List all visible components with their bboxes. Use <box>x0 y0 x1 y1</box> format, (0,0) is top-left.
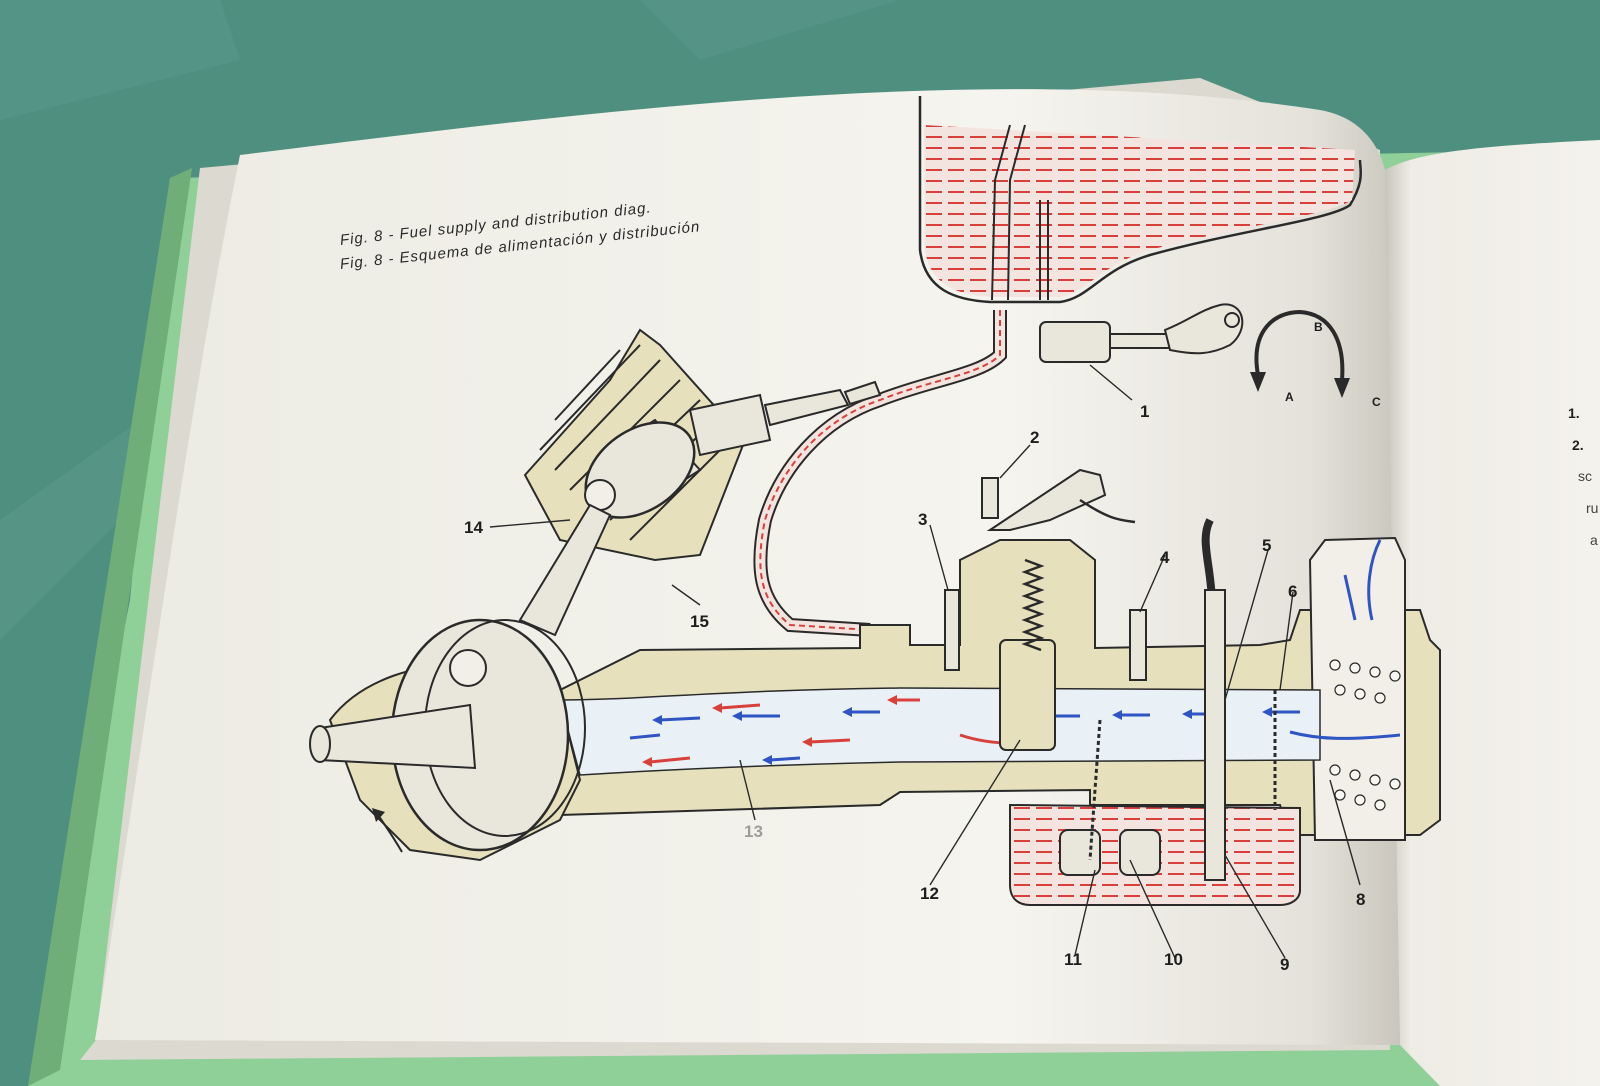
part-label-8: 8 <box>1356 890 1366 909</box>
throttle-spring <box>1021 558 1045 652</box>
crankshaft <box>309 703 477 770</box>
right-page-text-sc: sc <box>1578 468 1592 484</box>
leader-lines <box>489 364 1361 959</box>
book-cover-edge <box>28 168 192 1086</box>
choke-rod-5 <box>1204 589 1226 881</box>
engine-diagram <box>309 96 1441 959</box>
tank-vent-pipes <box>991 124 1049 301</box>
right-page-text-a: a <box>1590 532 1598 548</box>
air-flow-arrowheads <box>652 707 1272 765</box>
part-label-9: 9 <box>1280 955 1290 974</box>
right-page-list-number-1: 1. <box>1568 405 1580 421</box>
right-page <box>1385 140 1600 1086</box>
piston-assembly <box>518 418 702 637</box>
part-label-2: 2 <box>1030 428 1040 447</box>
rotation-label-c: C <box>1372 395 1381 409</box>
right-page-text-ru: ru <box>1586 500 1599 516</box>
right-page-list-number-2: 2. <box>1572 437 1584 453</box>
tap-rotation-arrow <box>1254 309 1345 381</box>
part-label-14: 14 <box>464 518 483 537</box>
part-label-10: 10 <box>1164 950 1183 969</box>
part-label-15: 15 <box>690 612 709 631</box>
part-label-4: 4 <box>1160 548 1170 567</box>
throttle-slide <box>999 639 1056 751</box>
choke-cable <box>1201 518 1216 601</box>
screw-3 <box>944 589 960 671</box>
part-label-12: 12 <box>920 884 939 903</box>
part-label-11: 11 <box>1064 950 1082 969</box>
air-filter-holes <box>1329 659 1401 811</box>
rotation-label-a: A <box>1285 390 1294 404</box>
intake-duct <box>559 687 1321 776</box>
fuel-mix-arrowheads <box>642 695 897 767</box>
fuel-tap <box>1039 303 1244 363</box>
fuel-tank <box>918 96 1363 304</box>
fuel-in-tank <box>924 125 1355 297</box>
part-label-13: 13 <box>744 822 763 841</box>
float <box>1119 829 1161 876</box>
part-label-6: 6 <box>1288 582 1298 601</box>
throttle-linkage <box>986 468 1107 531</box>
part-label-3: 3 <box>918 510 928 529</box>
part-label-5: 5 <box>1262 536 1272 555</box>
spark-plug <box>688 380 882 457</box>
screw-4 <box>1129 609 1147 681</box>
rotation-label-b: B <box>1314 320 1323 334</box>
part-label-1: 1 <box>1140 402 1150 421</box>
